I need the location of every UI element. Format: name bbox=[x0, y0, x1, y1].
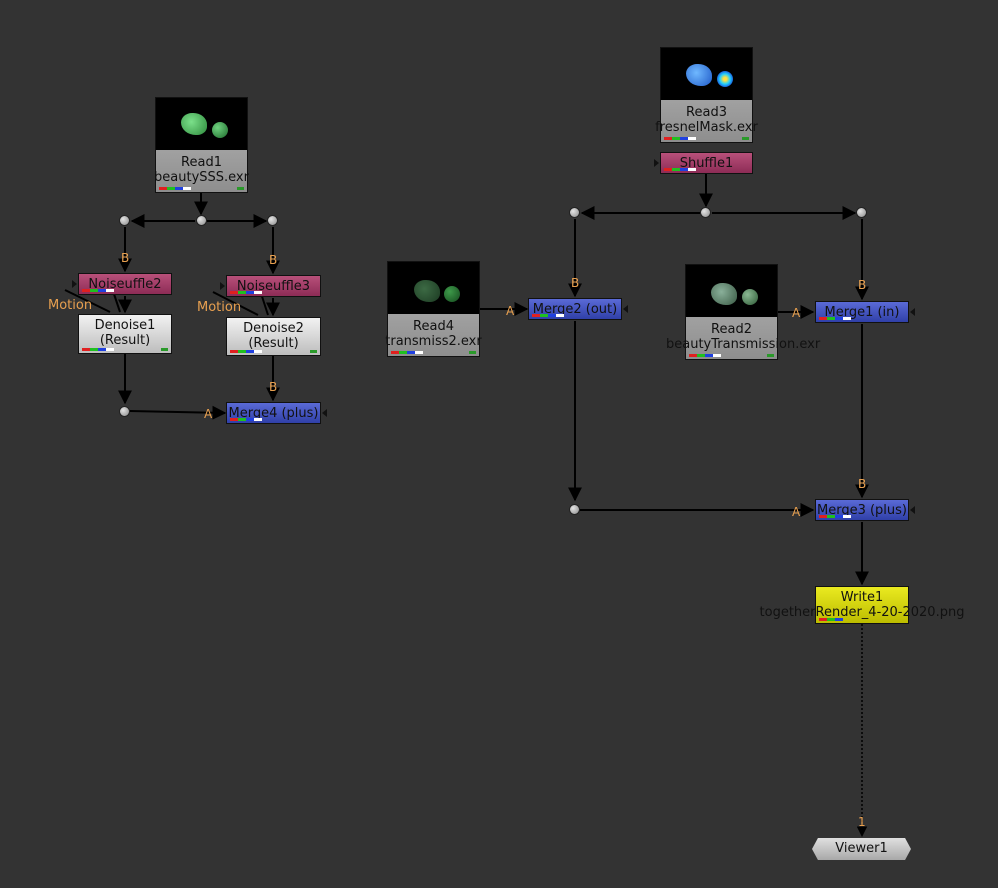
pipe-label-b: B bbox=[858, 278, 867, 292]
pipe-label-b: B bbox=[121, 251, 130, 265]
shuffle2-label: Noiseuffle2 bbox=[88, 277, 162, 292]
denoise2-node[interactable]: Denoise2 (Result) bbox=[226, 317, 321, 356]
status-chip bbox=[767, 354, 774, 357]
dragon-thumbnail-icon bbox=[711, 283, 737, 305]
channel-chips bbox=[391, 351, 423, 354]
read4-label: Read4 bbox=[413, 319, 454, 334]
dot-node[interactable] bbox=[569, 207, 580, 218]
merge4-node[interactable]: Merge4 (plus) bbox=[226, 402, 321, 424]
sphere-thumbnail-icon bbox=[444, 286, 460, 302]
merge3-label: Merge3 (plus) bbox=[816, 503, 907, 518]
sphere-thumbnail-icon bbox=[717, 71, 733, 87]
write1-node[interactable]: Write1 togetherRender_4-20-2020.png bbox=[760, 586, 964, 624]
read1-label: Read1 bbox=[181, 155, 222, 170]
merge2-label: Merge2 (out) bbox=[532, 302, 618, 317]
read4-file: transmiss2.exr bbox=[385, 334, 482, 349]
shuffle1-label: Shuffle1 bbox=[679, 156, 734, 171]
dot-node[interactable] bbox=[700, 207, 711, 218]
read3-label: Read3 bbox=[686, 105, 727, 120]
pipe-label-b: B bbox=[269, 253, 278, 267]
read3-file: fresnelMask.exr bbox=[655, 120, 758, 135]
channel-chips bbox=[230, 291, 262, 294]
read1-file: beautySSS.exr bbox=[154, 170, 249, 185]
input-arrow-icon bbox=[72, 280, 77, 288]
dot-node[interactable] bbox=[119, 215, 130, 226]
status-chip bbox=[742, 137, 749, 140]
status-chip bbox=[161, 348, 168, 351]
denoise2-label: Denoise2 bbox=[243, 321, 304, 336]
pipe-label-a: A bbox=[204, 407, 213, 421]
status-chip bbox=[237, 187, 244, 190]
dot-node[interactable] bbox=[856, 207, 867, 218]
shuffle1-node[interactable]: Shuffle1 bbox=[660, 152, 753, 174]
pipe-label-motion: Motion bbox=[48, 298, 93, 313]
shuffle2-node[interactable]: Noiseuffle2 bbox=[78, 273, 172, 295]
write1-label: Write1 bbox=[840, 590, 884, 605]
pipe-label-1: 1 bbox=[858, 815, 866, 829]
merge4-label: Merge4 (plus) bbox=[228, 406, 319, 421]
viewer1-node[interactable]: Viewer1 bbox=[812, 838, 911, 860]
merge3-node[interactable]: Merge3 (plus) bbox=[815, 499, 909, 521]
channel-chips bbox=[819, 618, 843, 621]
read1-thumbnail bbox=[156, 98, 247, 150]
status-chip bbox=[310, 350, 317, 353]
denoise2-sublabel: (Result) bbox=[248, 336, 299, 351]
shuffle3-node[interactable]: Noiseuffle3 bbox=[226, 275, 321, 297]
channel-chips bbox=[689, 354, 721, 357]
pipe-label-b: B bbox=[571, 276, 580, 290]
merge2-node[interactable]: Merge2 (out) bbox=[528, 298, 622, 320]
read3-node[interactable]: Read3 fresnelMask.exr bbox=[655, 47, 758, 143]
pipe-label-a: A bbox=[506, 304, 515, 318]
mask-input-arrow-icon bbox=[910, 506, 915, 514]
dot-node[interactable] bbox=[569, 504, 580, 515]
pipe-label-b: B bbox=[269, 380, 278, 394]
channel-chips bbox=[664, 168, 696, 171]
input-arrow-icon bbox=[654, 159, 659, 167]
pipe-label-b: B bbox=[858, 477, 867, 491]
read2-label: Read2 bbox=[711, 322, 752, 337]
channel-chips bbox=[82, 348, 114, 351]
channel-chips bbox=[819, 317, 851, 320]
merge1-node[interactable]: Merge1 (in) bbox=[815, 301, 909, 323]
read2-file: beautyTransmission.exr bbox=[666, 337, 821, 352]
sphere-thumbnail-icon bbox=[742, 289, 758, 305]
pipe-label-motion: Motion bbox=[197, 300, 242, 315]
read3-thumbnail bbox=[661, 48, 752, 100]
read4-thumbnail bbox=[388, 262, 479, 314]
denoise1-label: Denoise1 bbox=[94, 318, 156, 333]
channel-chips bbox=[159, 187, 191, 190]
merge1-label: Merge1 (in) bbox=[824, 305, 900, 320]
dot-node[interactable] bbox=[196, 215, 207, 226]
mask-input-arrow-icon bbox=[322, 409, 327, 417]
input-arrow-icon bbox=[220, 282, 225, 290]
channel-chips bbox=[819, 515, 851, 518]
dragon-thumbnail-icon bbox=[686, 64, 712, 86]
sphere-thumbnail-icon bbox=[212, 122, 228, 138]
channel-chips bbox=[230, 418, 262, 421]
channel-chips bbox=[230, 350, 262, 353]
read4-node[interactable]: Read4 transmiss2.exr bbox=[385, 261, 482, 357]
write1-file: togetherRender_4-20-2020.png bbox=[759, 605, 965, 620]
read2-thumbnail bbox=[686, 265, 777, 317]
pipe-label-a: A bbox=[792, 306, 801, 320]
denoise1-node[interactable]: Denoise1 (Result) bbox=[78, 314, 172, 354]
dot-node[interactable] bbox=[267, 215, 278, 226]
shuffle3-label: Noiseuffle3 bbox=[236, 279, 311, 294]
mask-input-arrow-icon bbox=[623, 305, 628, 313]
mask-input-arrow-icon bbox=[910, 308, 915, 316]
channel-chips bbox=[532, 314, 564, 317]
channel-chips bbox=[664, 137, 696, 140]
read1-node[interactable]: Read1 beautySSS.exr bbox=[154, 97, 249, 193]
dragon-thumbnail-icon bbox=[181, 113, 207, 135]
read2-node[interactable]: Read2 beautyTransmission.exr bbox=[666, 264, 820, 360]
dot-node[interactable] bbox=[119, 406, 130, 417]
dragon-thumbnail-icon bbox=[414, 280, 440, 302]
denoise1-sublabel: (Result) bbox=[99, 333, 151, 348]
status-chip bbox=[469, 351, 476, 354]
pipe-label-a: A bbox=[792, 505, 801, 519]
channel-chips bbox=[82, 289, 114, 292]
